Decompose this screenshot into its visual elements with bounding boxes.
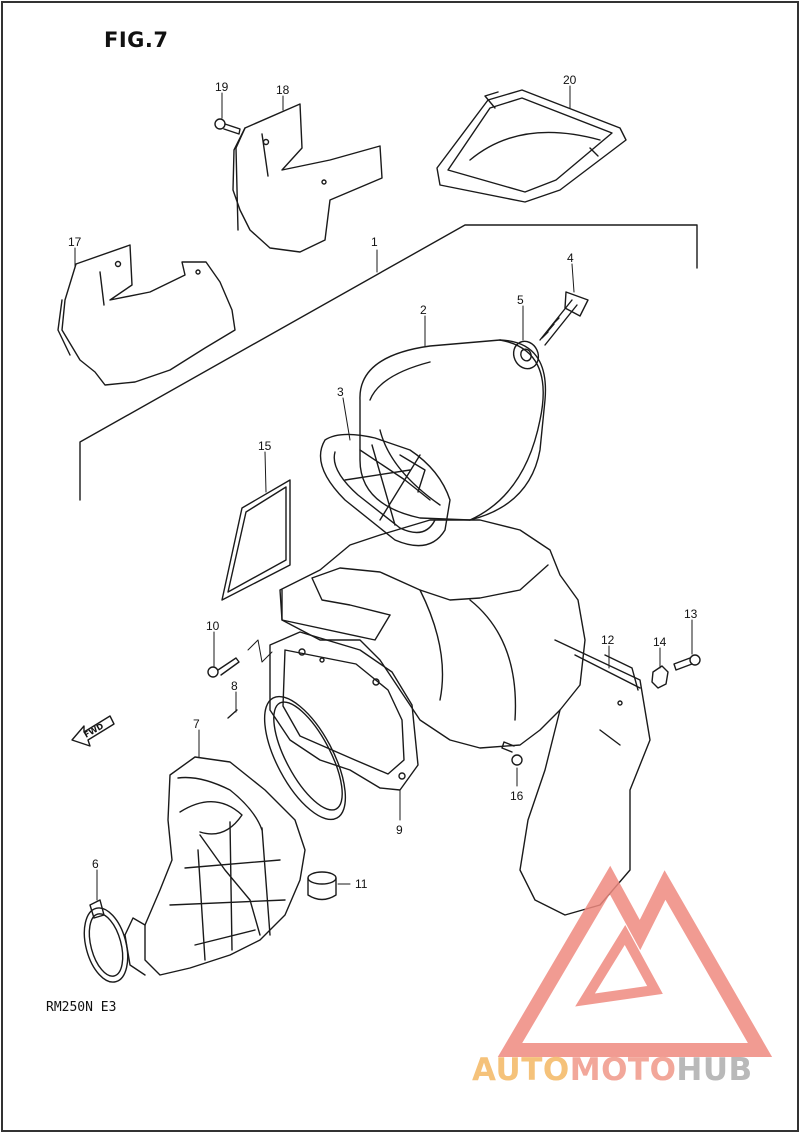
part-19-bolt [214,118,241,135]
assembly-bracket-line [79,224,698,501]
part-20-cover [436,89,627,203]
callout-19: 19 [215,80,229,94]
part-11-cap [307,871,337,901]
air-box-body [279,519,651,916]
part-3-filter-cage [319,433,451,547]
part-16-bolt [501,741,523,766]
callout-5: 5 [517,293,524,307]
figure-title: FIG.7 [104,28,169,52]
part-6-hose-clamp [83,899,129,983]
part-4-wing-bolt [539,291,589,346]
callout-9: 9 [396,823,403,837]
model-code: RM250N E3 [46,1000,117,1015]
callout-4: 4 [567,251,574,265]
watermark-hub: HUB [676,1052,753,1088]
part-5-washer [512,340,540,370]
watermark-moto: MOTO [569,1052,677,1088]
callout-leaders [74,85,693,901]
part-13-bolt [673,654,701,671]
part-17-shroud [57,244,236,386]
callout-8: 8 [231,679,238,693]
callout-16: 16 [510,789,524,803]
part-15-sheet [221,479,291,601]
callout-17: 17 [68,235,82,249]
watermark-brand: AUTOMOTOHUB [472,1052,753,1088]
callout-2: 2 [420,303,427,317]
callout-11: 11 [355,877,368,891]
part-7-intake-boot [124,756,306,976]
callout-12: 12 [601,633,615,647]
callout-10: 10 [206,619,220,633]
callout-18: 18 [276,83,290,97]
callout-13: 13 [684,607,698,621]
callout-15: 15 [258,439,272,453]
callout-3: 3 [337,385,344,399]
part-8-gasket [227,695,347,821]
part-9-flange [269,631,419,791]
callout-14: 14 [653,635,667,649]
callout-1: 1 [371,235,378,249]
callout-20: 20 [563,73,577,87]
part-10-screw [207,639,273,678]
callout-numbers: 1 2 3 4 5 6 7 8 9 10 11 12 13 14 15 16 1… [68,73,698,891]
watermark-logo-icon [497,865,773,1057]
fwd-arrow-icon [71,715,115,747]
part-18-shroud [232,103,383,253]
watermark-auto: AUTO [472,1052,570,1088]
part-14-collar [651,665,669,689]
callout-6: 6 [92,857,99,871]
callout-7: 7 [193,717,200,731]
part-2-air-filter [359,339,547,521]
